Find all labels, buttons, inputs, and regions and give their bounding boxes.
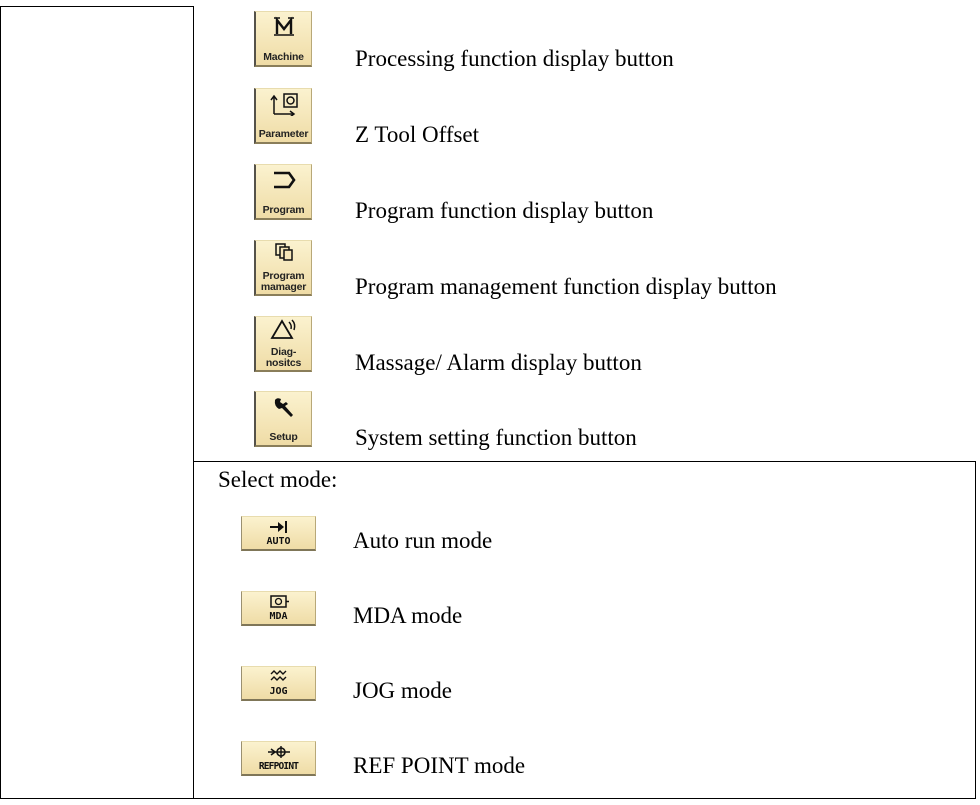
mode-key-label: JOG [269,686,288,697]
softkey-label: Machine [263,51,304,63]
program-softkey[interactable]: Program [254,164,312,220]
function-description: System setting function button [355,425,637,450]
jog-mode-button[interactable]: JOG [241,666,316,701]
mode-key-label: AUTO [266,536,291,547]
diagnostics-softkey[interactable]: Diag-nositcs [254,316,312,372]
function-description: Z Tool Offset [355,122,480,147]
mode-description: JOG mode [353,678,453,703]
program-manager-files-icon [256,242,311,262]
auto-mode-button[interactable]: AUTO [241,516,316,551]
program-bracket-icon [256,168,311,192]
softkey-label: Diag-nositcs [265,346,302,369]
machine-m-icon [256,15,311,39]
softkey-label: Setup [269,431,298,443]
table-border-right [975,461,976,799]
wrench-icon [256,395,311,419]
softkey-label: Parameter [258,128,309,140]
function-description: Massage/ Alarm display button [355,350,642,375]
mode-key-label: MDA [269,611,288,622]
softkey-label: Program [262,204,305,216]
mode-key-label: REFPOINT [258,761,299,772]
function-description: Processing function display button [355,46,674,71]
function-description: Program management function display butt… [355,274,777,299]
mode-description: MDA mode [353,603,463,628]
mode-description: REF POINT mode [353,753,526,778]
table-border-left [0,6,1,799]
table-column-divider [193,6,194,799]
table-border-top [0,6,194,7]
table-row-divider [193,461,976,462]
mda-panel-icon [242,594,315,610]
select-mode-title: Select mode: [218,467,338,492]
ref-point-icon [242,744,315,760]
function-description: Program function display button [355,198,654,223]
machine-softkey[interactable]: Machine [254,11,312,67]
mode-description: Auto run mode [353,528,493,553]
parameter-softkey[interactable]: Parameter [254,88,312,144]
jog-wave-icon [242,669,315,685]
ref-point-mode-button[interactable]: REFPOINT [241,741,316,776]
setup-softkey[interactable]: Setup [254,391,312,447]
parameter-offset-icon [256,92,311,116]
mda-mode-button[interactable]: MDA [241,591,316,626]
auto-arrow-icon [242,519,315,535]
table-border-bottom [0,798,976,799]
diagnostics-warning-icon [256,318,311,340]
